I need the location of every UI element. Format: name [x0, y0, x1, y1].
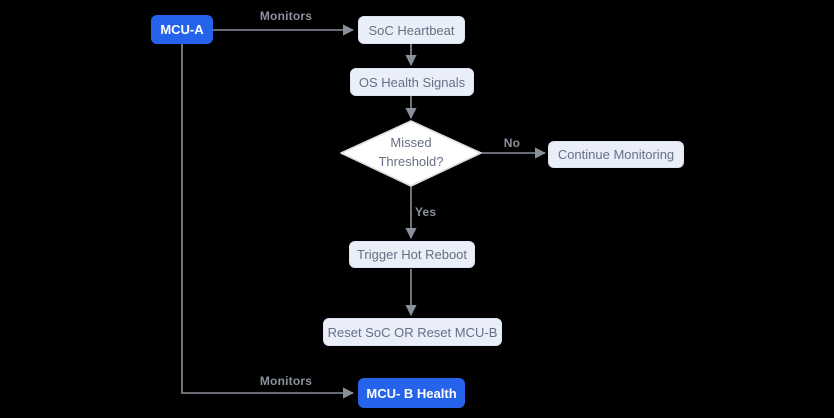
edge-label-no: No — [503, 136, 521, 150]
edge-mcua-to-mcub — [181, 44, 355, 399]
node-continue-monitoring: Continue Monitoring — [548, 141, 684, 168]
decision-diamond-shape — [340, 120, 482, 187]
node-os-health-signals: OS Health Signals — [350, 68, 474, 96]
node-reset-soc-or-mcu-b: Reset SoC OR Reset MCU-B — [323, 318, 502, 346]
node-soc-heartbeat: SoC Heartbeat — [358, 16, 465, 44]
node-missed-threshold: Missed Threshold? — [341, 122, 481, 184]
decision-label-line1: Missed — [390, 135, 432, 151]
edge-label-monitors-bottom: Monitors — [259, 374, 313, 388]
node-trigger-hot-reboot: Trigger Hot Reboot — [349, 241, 475, 268]
decision-label-line2: Threshold? — [378, 154, 444, 169]
node-mcu-a: MCU-A — [151, 15, 213, 44]
edge-label-yes: Yes — [415, 205, 437, 219]
node-mcu-b-health: MCU- B Health — [358, 378, 465, 408]
edge-label-monitors-top: Monitors — [259, 9, 313, 23]
